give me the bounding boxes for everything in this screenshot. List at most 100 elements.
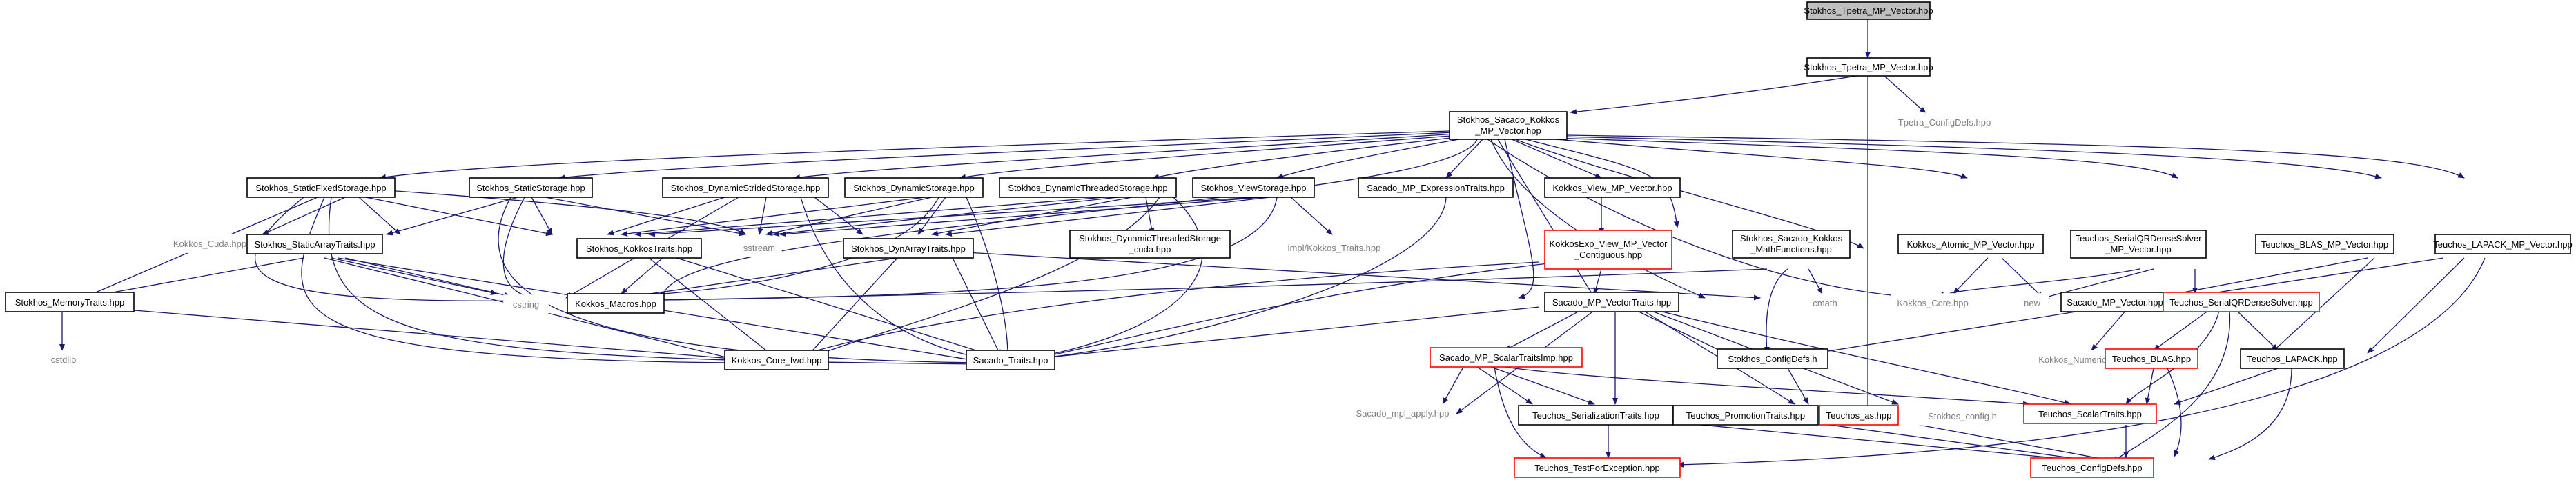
svg-text:Stokhos_Tpetra_MP_Vector.hpp: Stokhos_Tpetra_MP_Vector.hpp [1804, 62, 1933, 72]
graph-node-tpetra-configdefs[interactable]: Tpetra_ConfigDefs.hpp [1898, 112, 1991, 132]
svg-text:Stokhos_DynArrayTraits.hpp: Stokhos_DynArrayTraits.hpp [851, 243, 966, 254]
graph-node-teuchos-configdefs[interactable]: Teuchos_ConfigDefs.hpp [2030, 457, 2154, 478]
graph-node-new[interactable]: new [2015, 293, 2049, 312]
svg-text:Tpetra_ConfigDefs.hpp: Tpetra_ConfigDefs.hpp [1898, 117, 1991, 128]
svg-text:Kokkos_Core.hpp: Kokkos_Core.hpp [1897, 298, 1968, 308]
svg-text:Stokhos_config.h: Stokhos_config.h [1928, 411, 1997, 421]
dependency-edges [59, 19, 2486, 468]
svg-text:Stokhos_StaticArrayTraits.hpp: Stokhos_StaticArrayTraits.hpp [254, 239, 375, 250]
graph-node-sacado-kokkos-mp[interactable]: Stokhos_Sacado_Kokkos _MP_Vector.hpp [1449, 111, 1568, 140]
graph-node-kokkos-cuda[interactable]: Kokkos_Cuda.hpp [168, 234, 252, 253]
svg-text:Sacado_Traits.hpp: Sacado_Traits.hpp [973, 355, 1048, 366]
graph-node-static-storage[interactable]: Stokhos_StaticStorage.hpp [469, 177, 593, 198]
graph-node-teuchos-lapack[interactable]: Teuchos_LAPACK.hpp [2240, 348, 2345, 369]
graph-node-sacado-mp-scalartraitsimp[interactable]: Sacado_MP_ScalarTraitsImp.hpp [1430, 347, 1583, 368]
svg-text:_MP_Vector.hpp: _MP_Vector.hpp [2105, 244, 2171, 254]
graph-node-teuchos-as[interactable]: Teuchos_as.hpp [1819, 405, 1899, 426]
graph-node-teuchos-blas-mp[interactable]: Teuchos_BLAS_MP_Vector.hpp [2255, 234, 2394, 254]
graph-node-memory-traits[interactable]: Stokhos_MemoryTraits.hpp [5, 292, 135, 312]
graph-node-dyn-threaded-cuda[interactable]: Stokhos_DynamicThreadedStorage _cuda.hpp [1069, 230, 1231, 259]
graph-node-kokkos-core[interactable]: Kokkos_Core.hpp [1891, 293, 1975, 312]
graph-node-impl-kokkos-traits[interactable]: impl/Kokkos_Traits.hpp [1283, 238, 1385, 257]
svg-text:cstring: cstring [513, 299, 539, 310]
svg-text:Stokhos_Sacado_Kokkos: Stokhos_Sacado_Kokkos [1740, 233, 1843, 243]
graph-node-static-array[interactable]: Stokhos_StaticArrayTraits.hpp [246, 234, 383, 254]
graph-node-teuchos-scalartraits[interactable]: Teuchos_ScalarTraits.hpp [2023, 403, 2157, 424]
svg-text:Stokhos_DynamicStorage.hpp: Stokhos_DynamicStorage.hpp [853, 183, 975, 193]
svg-text:new: new [2024, 298, 2040, 308]
graph-node-cmath[interactable]: cmath [1805, 293, 1845, 312]
graph-node-sacado-mp-vectortraits[interactable]: Sacado_MP_VectorTraits.hpp [1544, 292, 1679, 312]
svg-text:Teuchos_LAPACK_MP_Vector.hpp: Teuchos_LAPACK_MP_Vector.hpp [2433, 239, 2572, 250]
graph-node-dyn-array[interactable]: Stokhos_DynArrayTraits.hpp [843, 238, 974, 259]
svg-text:Stokhos_Tpetra_MP_Vector.hpp: Stokhos_Tpetra_MP_Vector.hpp [1804, 6, 1933, 16]
graph-node-kokkosexp-view[interactable]: KokkosExp_View_MP_Vector _Contiguous.hpp [1544, 230, 1672, 270]
svg-text:_MP_Vector.hpp: _MP_Vector.hpp [1474, 126, 1541, 136]
svg-text:impl/Kokkos_Traits.hpp: impl/Kokkos_Traits.hpp [1288, 243, 1381, 253]
svg-text:Kokkos_Macros.hpp: Kokkos_Macros.hpp [575, 299, 656, 309]
svg-text:Stokhos_DynamicThreadedStorage: Stokhos_DynamicThreadedStorage.hpp [1008, 183, 1167, 193]
svg-text:sstream: sstream [743, 243, 775, 253]
graph-node-sacado-mpl-apply[interactable]: Sacado_mpl_apply.hpp [1352, 403, 1453, 423]
svg-text:Teuchos_SerialQRDenseSolver: Teuchos_SerialQRDenseSolver [2076, 233, 2202, 243]
svg-text:Teuchos_ScalarTraits.hpp: Teuchos_ScalarTraits.hpp [2038, 409, 2142, 419]
graph-node-root[interactable]: Stokhos_Tpetra_MP_Vector.hpp [1804, 1, 1933, 20]
svg-text:Sacado_MP_ExpressionTraits.hpp: Sacado_MP_ExpressionTraits.hpp [1367, 183, 1505, 193]
svg-text:Stokhos_StaticFixedStorage.hpp: Stokhos_StaticFixedStorage.hpp [255, 183, 386, 193]
svg-text:_Contiguous.hpp: _Contiguous.hpp [1574, 250, 1642, 260]
graph-node-stokhos-configdefs[interactable]: Stokhos_ConfigDefs.h [1717, 348, 1828, 369]
graph-node-sstream[interactable]: sstream [736, 238, 782, 257]
graph-node-static-fixed[interactable]: Stokhos_StaticFixedStorage.hpp [246, 177, 396, 198]
svg-text:Teuchos_LAPACK.hpp: Teuchos_LAPACK.hpp [2247, 354, 2337, 364]
graph-node-teuchos-lapack-mp[interactable]: Teuchos_LAPACK_MP_Vector.hpp [2433, 234, 2573, 254]
svg-text:Kokkos_View_MP_Vector.hpp: Kokkos_View_MP_Vector.hpp [1552, 183, 1672, 193]
svg-text:Kokkos_Atomic_MP_Vector.hpp: Kokkos_Atomic_MP_Vector.hpp [1907, 239, 2035, 250]
graph-node-teuchos-serialqr[interactable]: Teuchos_SerialQRDenseSolver.hpp [2163, 292, 2320, 312]
svg-text:KokkosExp_View_MP_Vector: KokkosExp_View_MP_Vector [1549, 239, 1668, 249]
graph-node-teuchos-promotion[interactable]: Teuchos_PromotionTraits.hpp [1672, 405, 1819, 426]
header-file-nodes: Stokhos_Tpetra_MP_Vector.hpp Stokhos_Tpe… [5, 1, 2573, 478]
svg-text:Sacado_MP_VectorTraits.hpp: Sacado_MP_VectorTraits.hpp [1552, 297, 1671, 308]
graph-node-cstring[interactable]: cstring [503, 294, 549, 314]
graph-node-teuchos-testforexception[interactable]: Teuchos_TestForException.hpp [1514, 457, 1681, 478]
svg-text:Teuchos_TestForException.hpp: Teuchos_TestForException.hpp [1534, 463, 1659, 473]
svg-text:Sacado_MP_ScalarTraitsImp.hpp: Sacado_MP_ScalarTraitsImp.hpp [1439, 352, 1573, 363]
graph-node-kokkos-core-fwd[interactable]: Kokkos_Core_fwd.hpp [724, 350, 829, 370]
svg-text:Teuchos_SerialQRDenseSolver.hp: Teuchos_SerialQRDenseSolver.hpp [2169, 297, 2312, 308]
svg-text:Teuchos_PromotionTraits.hpp: Teuchos_PromotionTraits.hpp [1686, 410, 1805, 421]
graph-node-cstdlib[interactable]: cstdlib [43, 350, 84, 369]
graph-node-dyn-storage[interactable]: Stokhos_DynamicStorage.hpp [844, 177, 984, 198]
graph-node-dyn-threaded[interactable]: Stokhos_DynamicThreadedStorage.hpp [999, 177, 1177, 198]
svg-text:Stokhos_KokkosTraits.hpp: Stokhos_KokkosTraits.hpp [586, 243, 692, 254]
graph-node-sacado-mp-vector[interactable]: Sacado_MP_Vector.hpp [2060, 292, 2169, 312]
graph-node-kokkos-view-mp[interactable]: Kokkos_View_MP_Vector.hpp [1544, 177, 1681, 198]
svg-text:Stokhos_StaticStorage.hpp: Stokhos_StaticStorage.hpp [476, 183, 585, 193]
svg-text:Sacado_mpl_apply.hpp: Sacado_mpl_apply.hpp [1356, 408, 1450, 419]
svg-text:Sacado_MP_Vector.hpp: Sacado_MP_Vector.hpp [2067, 297, 2163, 308]
graph-node-sacado-mp-expr[interactable]: Sacado_MP_ExpressionTraits.hpp [1358, 177, 1514, 198]
svg-text:Stokhos_MemoryTraits.hpp: Stokhos_MemoryTraits.hpp [15, 297, 124, 308]
graph-node-sacado-kokkos-math[interactable]: Stokhos_Sacado_Kokkos _MathFunctions.hpp [1732, 230, 1851, 259]
graph-node-sacado-traits[interactable]: Sacado_Traits.hpp [966, 350, 1055, 370]
graph-node-tpetra-mp[interactable]: Stokhos_Tpetra_MP_Vector.hpp [1804, 57, 1933, 77]
graph-node-view-storage[interactable]: Stokhos_ViewStorage.hpp [1192, 177, 1315, 198]
graph-node-stokhos-config[interactable]: Stokhos_config.h [1918, 406, 2007, 426]
svg-text:Teuchos_BLAS_MP_Vector.hpp: Teuchos_BLAS_MP_Vector.hpp [2261, 239, 2388, 250]
graph-node-kokkos-macros[interactable]: Kokkos_Macros.hpp [567, 293, 665, 314]
graph-node-dyn-strided[interactable]: Stokhos_DynamicStridedStorage.hpp [662, 177, 829, 198]
graph-node-teuchos-serialization[interactable]: Teuchos_SerializationTraits.hpp [1518, 405, 1674, 426]
graph-node-kokkos-traits[interactable]: Stokhos_KokkosTraits.hpp [576, 238, 702, 259]
graph-node-teuchos-serialqr-mp[interactable]: Teuchos_SerialQRDenseSolver _MP_Vector.h… [2070, 230, 2207, 259]
svg-text:Kokkos_Core_fwd.hpp: Kokkos_Core_fwd.hpp [732, 355, 822, 366]
svg-text:Teuchos_as.hpp: Teuchos_as.hpp [1826, 410, 1892, 421]
graph-node-kokkos-atomic[interactable]: Kokkos_Atomic_MP_Vector.hpp [1897, 234, 2044, 254]
svg-text:cstdlib: cstdlib [51, 354, 77, 365]
svg-text:_MathFunctions.hpp: _MathFunctions.hpp [1750, 244, 1832, 254]
svg-text:Teuchos_BLAS.hpp: Teuchos_BLAS.hpp [2112, 354, 2191, 364]
svg-text:Teuchos_SerializationTraits.hp: Teuchos_SerializationTraits.hpp [1532, 410, 1659, 421]
svg-text:_cuda.hpp: _cuda.hpp [1129, 244, 1171, 254]
svg-text:cmath: cmath [1813, 298, 1837, 308]
svg-text:Teuchos_ConfigDefs.hpp: Teuchos_ConfigDefs.hpp [2042, 463, 2142, 473]
graph-node-teuchos-blas[interactable]: Teuchos_BLAS.hpp [2105, 348, 2198, 369]
